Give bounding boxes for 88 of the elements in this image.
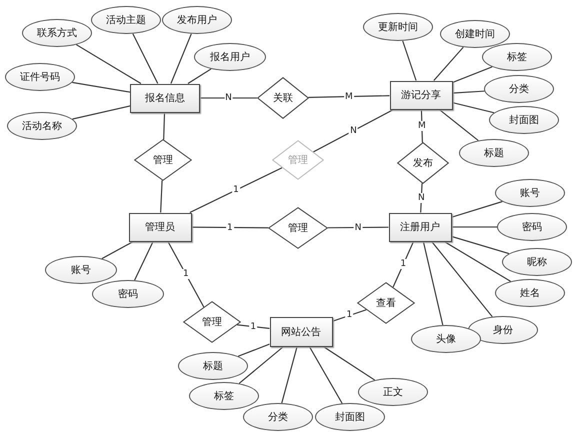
edge-label: 1 <box>232 185 240 196</box>
attribute-ellipse: 昵称 <box>502 248 572 276</box>
edge-label: 1 <box>182 269 190 280</box>
attribute-ellipse: 活动主题 <box>91 6 161 34</box>
edge-label: M <box>417 120 427 131</box>
connector-line <box>392 241 414 288</box>
attribute-ellipse: 分类 <box>243 403 313 431</box>
connector-line <box>281 346 298 404</box>
connector-line <box>332 309 366 322</box>
edge-label: M <box>344 92 354 102</box>
connector-line <box>420 109 423 142</box>
connector-line <box>200 97 257 99</box>
edge-label: 1 <box>249 322 258 332</box>
attribute-ellipse: 发布用户 <box>162 6 232 34</box>
connector-line <box>237 324 270 329</box>
attribute-ellipse: 报名用户 <box>194 43 266 71</box>
attribute-ellipse: 账号 <box>495 179 565 207</box>
connector-line <box>402 40 417 81</box>
attribute-ellipse: 证件号码 <box>5 63 75 91</box>
edge-label: N <box>417 192 426 203</box>
connector-line <box>238 346 284 384</box>
connector-line <box>452 226 497 228</box>
relationship-diamond: 管理 <box>183 301 241 343</box>
connector-line <box>452 102 494 114</box>
attribute-ellipse: 创建时间 <box>440 20 510 48</box>
attribute-ellipse: 标题 <box>178 352 248 380</box>
connector-line <box>433 46 464 81</box>
attribute-ellipse: 账号 <box>45 256 117 284</box>
entity-box: 游记分享 <box>390 80 452 110</box>
connector-line <box>313 109 394 152</box>
attribute-ellipse: 封面图 <box>315 403 385 431</box>
connector-line <box>76 44 142 84</box>
attribute-ellipse: 活动名称 <box>7 112 77 140</box>
attribute-ellipse: 身份 <box>468 316 538 344</box>
connector-line <box>308 95 390 98</box>
relationship-diamond: 管理 <box>272 140 324 180</box>
attribute-ellipse: 分类 <box>484 75 554 103</box>
connector-line <box>132 33 158 84</box>
connector-line <box>167 241 204 308</box>
attribute-ellipse: 联系方式 <box>22 19 92 47</box>
connector-line <box>188 68 212 84</box>
attribute-ellipse: 更新时间 <box>363 13 433 41</box>
connector-line <box>451 201 502 218</box>
relationship-diamond: 发布 <box>397 142 449 184</box>
connector-line <box>431 241 493 318</box>
connector-line <box>451 236 510 254</box>
edge-label: 1 <box>346 310 354 320</box>
connector-line <box>190 167 282 213</box>
edge-label: N <box>349 126 358 136</box>
connector-line <box>452 90 484 94</box>
connector-line <box>238 344 270 357</box>
connector-line <box>72 82 130 93</box>
connector-line <box>444 241 511 282</box>
connector-line <box>328 226 388 228</box>
attribute-ellipse: 封面图 <box>489 106 559 134</box>
connector-line <box>324 346 375 381</box>
edge-label: N <box>354 222 362 232</box>
relationship-diamond: 管理 <box>268 207 328 249</box>
relationship-diamond: 查看 <box>357 282 415 324</box>
connector-line <box>452 66 492 84</box>
attribute-ellipse: 密码 <box>497 213 567 241</box>
edge-label: 1 <box>226 222 234 232</box>
entity-box: 报名信息 <box>130 84 200 112</box>
entity-box: 网站公告 <box>270 317 332 347</box>
connector-line <box>422 241 444 326</box>
attribute-ellipse: 标签 <box>189 382 259 410</box>
connector-line <box>160 180 163 213</box>
connector-line <box>309 346 343 404</box>
connector-line <box>134 241 154 280</box>
connector-line <box>192 226 268 228</box>
entity-box: 注册用户 <box>388 212 452 242</box>
relationship-diamond: 管理 <box>134 139 192 181</box>
connector-line <box>420 183 423 213</box>
attribute-ellipse: 密码 <box>92 280 164 308</box>
edge-label: N <box>224 93 233 103</box>
connector-line <box>170 34 192 84</box>
attribute-ellipse: 正文 <box>358 378 428 406</box>
attribute-ellipse: 标题 <box>459 139 529 167</box>
attribute-ellipse: 姓名 <box>495 279 565 307</box>
edge-label: 1 <box>399 259 408 270</box>
attribute-ellipse: 标签 <box>482 43 552 71</box>
entity-box: 管理员 <box>128 212 192 242</box>
connector-line <box>163 112 166 140</box>
attribute-ellipse: 头像 <box>411 325 481 353</box>
connector-line <box>102 241 134 260</box>
connector-line <box>72 105 130 120</box>
connector-line <box>438 109 479 141</box>
relationship-diamond: 关联 <box>257 77 309 119</box>
